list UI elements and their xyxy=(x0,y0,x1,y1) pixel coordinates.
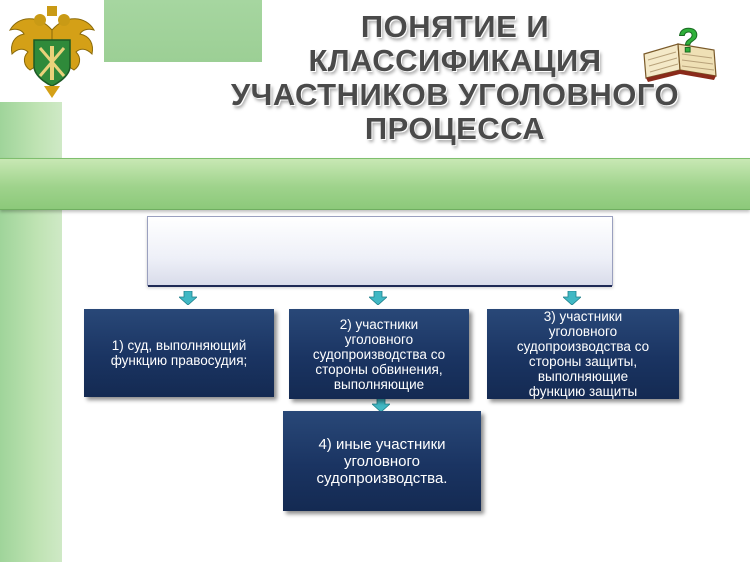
node-other-label: 4) иные участники уголовного судопроизво… xyxy=(316,435,448,487)
top-accent-block xyxy=(104,0,262,62)
node-prosecution-label: 2) участники уголовного судопроизводства… xyxy=(312,316,446,392)
arrow-down-icon xyxy=(369,291,387,305)
arrow-down-icon xyxy=(179,291,197,305)
node-prosecution: 2) участники уголовного судопроизводства… xyxy=(289,309,469,399)
arrow-down-icon xyxy=(563,291,581,305)
svg-text:?: ? xyxy=(678,22,699,60)
green-divider-band xyxy=(0,158,750,210)
node-court: 1) суд, выполняющий функцию правосудия; xyxy=(84,309,274,397)
node-defense: 3) участники уголовного судопроизводства… xyxy=(487,309,679,399)
book-question-icon: ? xyxy=(640,20,720,82)
header-box xyxy=(147,216,613,287)
node-court-label: 1) суд, выполняющий функцию правосудия; xyxy=(110,338,248,368)
arrow-down-icon xyxy=(372,398,390,412)
emblem-icon xyxy=(0,0,104,102)
node-defense-label: 3) участники уголовного судопроизводства… xyxy=(516,309,650,399)
page-title: ПОНЯТИЕ И КЛАССИФИКАЦИЯ УЧАСТНИКОВ УГОЛО… xyxy=(230,9,680,146)
node-other: 4) иные участники уголовного судопроизво… xyxy=(283,411,481,511)
